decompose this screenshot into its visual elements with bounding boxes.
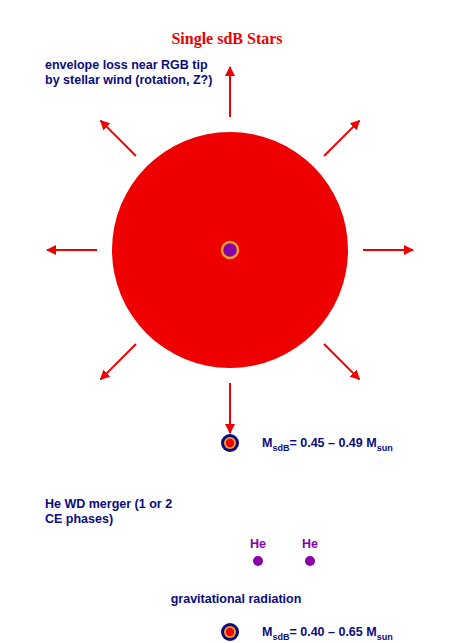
white-dwarf-dot [253, 556, 263, 566]
subscript: sun [377, 632, 393, 642]
subscript: sun [377, 443, 393, 453]
sdb-star-symbol [221, 623, 239, 641]
mass-text: = 0.45 – 0.49 M [289, 436, 376, 450]
red-giant [112, 132, 348, 368]
wind-arrow [229, 383, 231, 433]
subscript: sdB [272, 443, 289, 453]
wind-arrow [229, 67, 231, 117]
node-label: He [299, 537, 321, 551]
white-dwarf-dot [305, 556, 315, 566]
wind-arrow [363, 249, 413, 251]
mass-text: = 0.40 – 0.65 M [289, 625, 376, 639]
wind-arrow [324, 121, 359, 156]
wind-arrow [101, 121, 136, 156]
white-dwarf-dot [303, 551, 317, 567]
node-label: He [247, 537, 269, 551]
white-dwarf-dot [251, 551, 265, 567]
mass-text: M [262, 625, 272, 639]
subscript: sdB [272, 632, 289, 642]
helium-core [222, 242, 238, 258]
mass-text: M [262, 436, 272, 450]
wind-arrow [47, 249, 97, 251]
sdb-star-symbol [221, 434, 239, 452]
note-text: gravitational radiation [120, 592, 352, 607]
mass-range: MsdB= 0.45 – 0.49 Msun [262, 436, 393, 453]
wind-arrow [324, 344, 359, 379]
note-text: He WD merger (1 or 2 CE phases) [45, 497, 173, 527]
title: Single sdB Stars [0, 30, 454, 48]
note-text: envelope loss near RGB tip by stellar wi… [45, 58, 223, 88]
helium-white-dwarf: He [299, 537, 321, 567]
wind-arrow [101, 344, 136, 379]
mass-range: MsdB= 0.40 – 0.65 Msun [262, 625, 393, 642]
helium-white-dwarf: He [247, 537, 269, 567]
